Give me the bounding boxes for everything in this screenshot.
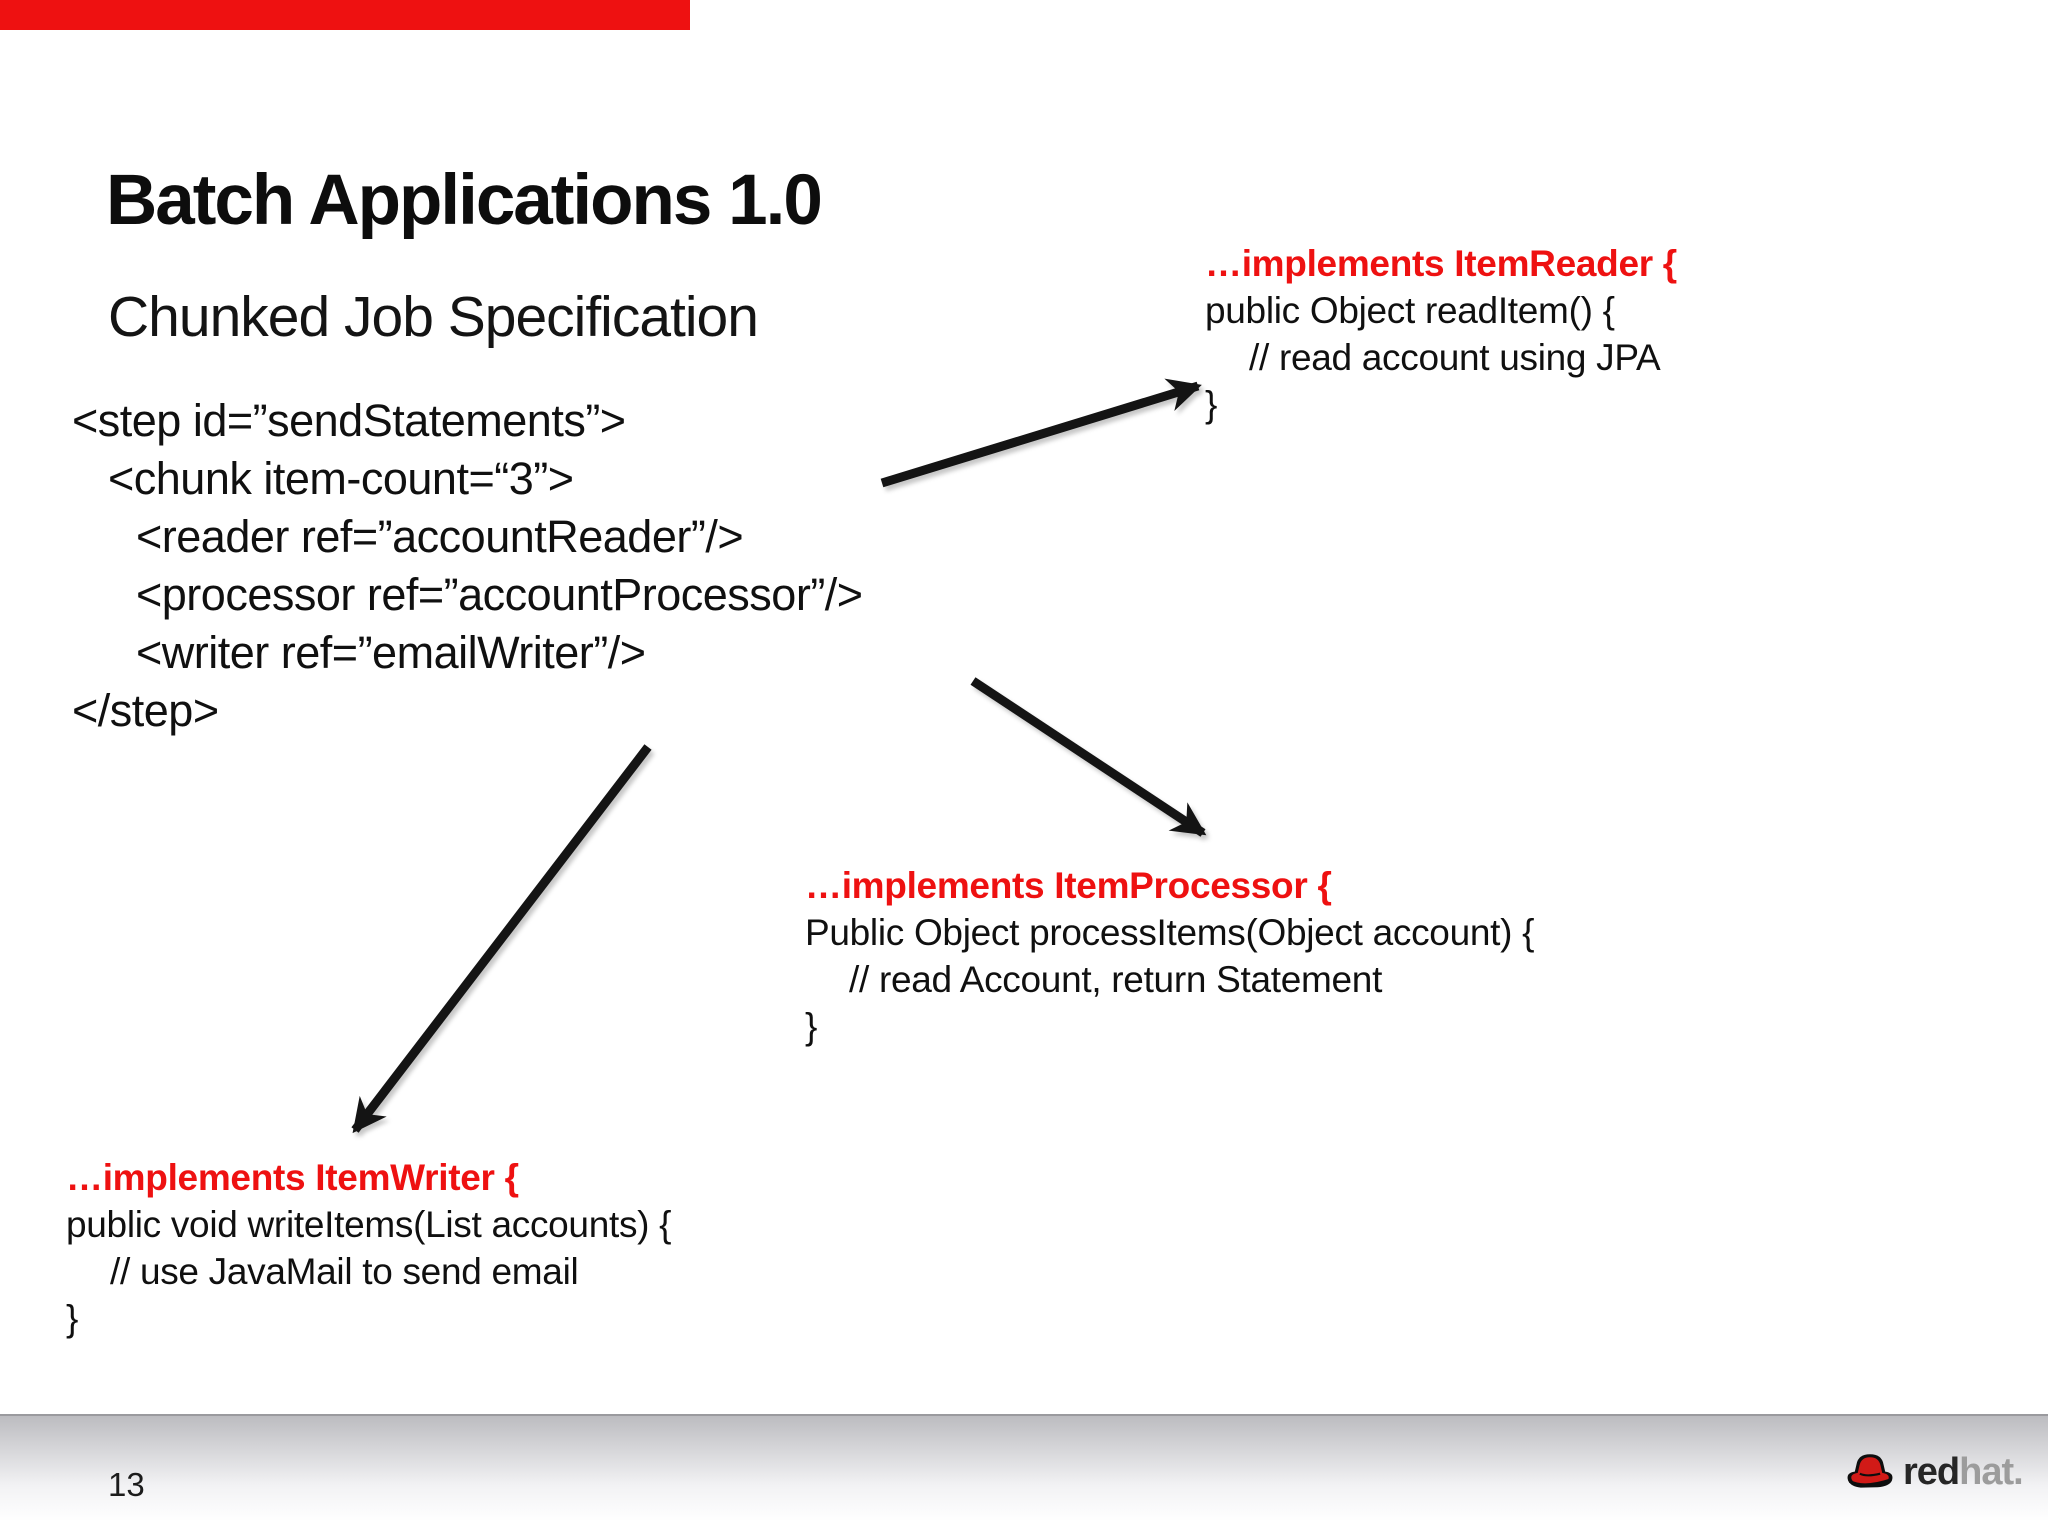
xml-line-writer: <writer ref=”emailWriter”/>	[136, 627, 646, 678]
arrow-to-itemprocessor	[970, 677, 1207, 837]
page-number: 13	[108, 1466, 145, 1503]
redhat-logo: redhat.	[1843, 1448, 2024, 1496]
xml-code-block: <step id=”sendStatements”> <chunk item-c…	[72, 392, 863, 740]
redhat-fedora-icon	[1847, 1454, 1893, 1488]
xml-line-chunk: <chunk item-count=“3”>	[108, 453, 574, 504]
footer-band	[0, 1414, 2048, 1536]
slide-subtitle: Chunked Job Specification	[108, 285, 759, 349]
arrow-to-itemwriter	[351, 744, 652, 1134]
xml-line-step-close: </step>	[72, 685, 219, 736]
xml-line-reader: <reader ref=”accountReader”/>	[136, 511, 744, 562]
snippet-itemwriter-line: public void writeItems(List accounts) {	[66, 1204, 672, 1245]
snippet-itemprocessor-header: …implements ItemProcessor {	[805, 865, 1332, 906]
redhat-wordmark-red: red	[1903, 1450, 1960, 1493]
redhat-wordmark-hat: hat.	[1959, 1450, 2024, 1493]
snippet-itemwriter-comment: // use JavaMail to send email	[110, 1251, 579, 1292]
snippet-itemreader-header: …implements ItemReader {	[1205, 243, 1677, 284]
arrow-to-itemreader	[880, 378, 1202, 488]
top-red-bar	[0, 0, 690, 30]
snippet-itemreader-line: public Object readItem() {	[1205, 290, 1615, 331]
snippet-itemwriter-header: …implements ItemWriter {	[66, 1157, 519, 1198]
slide-title: Batch Applications 1.0	[106, 161, 823, 240]
snippet-itemprocessor-close-brace: }	[805, 1006, 818, 1047]
snippet-itemprocessor: …implements ItemProcessor { Public Objec…	[805, 862, 1534, 1050]
snippet-itemreader-comment: // read account using JPA	[1249, 337, 1661, 378]
xml-line-processor: <processor ref=”accountProcessor”/>	[136, 569, 863, 620]
snippet-itemprocessor-comment: // read Account, return Statement	[849, 959, 1383, 1000]
snippet-itemwriter-close-brace: }	[66, 1298, 79, 1339]
snippet-itemwriter: …implements ItemWriter { public void wri…	[66, 1154, 672, 1342]
snippet-itemreader: …implements ItemReader { public Object r…	[1205, 240, 1677, 428]
xml-line-step-open: <step id=”sendStatements”>	[72, 395, 626, 446]
snippet-itemprocessor-line: Public Object processItems(Object accoun…	[805, 912, 1535, 953]
redhat-wordmark: redhat.	[1903, 1450, 2024, 1494]
snippet-itemreader-close-brace: }	[1205, 384, 1218, 425]
